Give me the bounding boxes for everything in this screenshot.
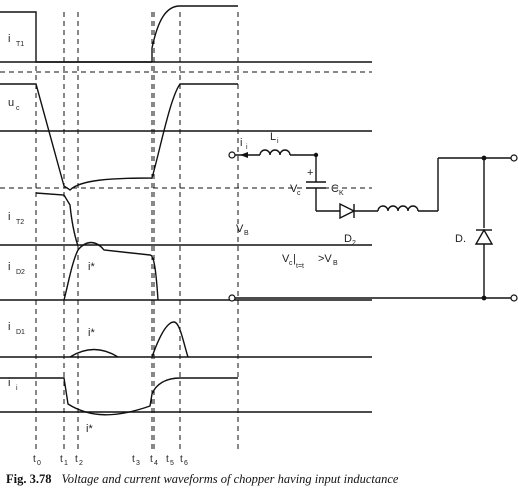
waveform-id2 (63, 241, 159, 301)
diode-d-triangle (474, 228, 494, 245)
label-id1: i D1 (8, 321, 25, 336)
time-label-t3-sub: 3 (136, 460, 140, 467)
label-uc-main: u (8, 97, 14, 109)
terminal-input-top (228, 151, 236, 159)
label-vb-sub: B (244, 230, 249, 237)
label-id2-sub: D2 (16, 269, 25, 276)
time-label-t5: t (166, 454, 169, 465)
label-ii-sub: i (16, 385, 18, 392)
label-li-sub: i (277, 138, 279, 145)
time-label-t2: t (75, 454, 78, 465)
annotation-istar-ii: i* (86, 423, 93, 435)
label-id2-main: i (8, 261, 10, 273)
diode-d2-triangle (339, 202, 356, 220)
label-d: D. (455, 233, 466, 245)
time-label-t4-sub: 4 (154, 460, 158, 467)
terminal-output-top (510, 154, 518, 162)
time-label-t1: t (60, 454, 63, 465)
waveform-it1-return (151, 5, 238, 62)
label-it2-main: i (8, 211, 10, 223)
junction-d-top (481, 155, 487, 161)
time-label-t3: t (132, 454, 135, 465)
label-id2: i D2 (8, 261, 25, 276)
label-it1-main: i (8, 33, 10, 45)
label-id1-main: i (8, 321, 10, 333)
inductor-li (259, 149, 291, 156)
label-plus: + (307, 167, 313, 179)
waveform-it2 (35, 192, 79, 247)
label-cond-lhs-sub: c (289, 260, 293, 267)
label-it2-sub: T2 (16, 219, 24, 226)
label-ii-main: i (8, 377, 10, 389)
terminal-output-bottom (510, 294, 518, 302)
current-arrow (240, 152, 248, 158)
label-ck-sub: K (339, 190, 344, 197)
label-uc: u c (8, 97, 20, 112)
inductor-output (377, 205, 419, 212)
time-label-t0-sub: 0 (37, 460, 41, 467)
junction-d-bottom (481, 295, 487, 301)
time-labels: t 0 t 1 t 2 t 3 t 4 t 5 t 6 (33, 454, 188, 467)
label-cond-bar-sub: t=t (296, 263, 304, 270)
time-label-t5-sub: 5 (170, 460, 174, 467)
label-li: L (270, 131, 276, 143)
waveform-id1-first (69, 348, 119, 358)
junction-cap-top (313, 152, 319, 158)
time-label-t0: t (33, 454, 36, 465)
label-it2: i T2 (8, 211, 24, 226)
label-vc-sub: c (297, 190, 301, 197)
label-circuit-ii-sub: i (246, 144, 248, 151)
label-ii: i i (8, 377, 18, 392)
caption-number: Fig. 3.78 (6, 472, 52, 486)
label-cond-bar: | (293, 253, 296, 265)
waveform-it1 (0, 11, 152, 63)
time-label-t1-sub: 1 (64, 460, 68, 467)
label-vb: V (236, 223, 244, 235)
time-label-t6-sub: 6 (184, 460, 188, 467)
label-d2: D (344, 233, 352, 245)
time-label-t6: t (180, 454, 183, 465)
label-vc: V (290, 183, 298, 195)
waveform-uc (0, 83, 238, 191)
time-label-t2-sub: 2 (79, 460, 83, 467)
label-id1-sub: D1 (16, 329, 25, 336)
waveform-ii (0, 377, 238, 416)
annotation-istar-id2: i* (88, 261, 95, 273)
label-cond-rhs: >V (318, 253, 332, 265)
label-ck: C (331, 183, 339, 195)
terminal-input-bottom (228, 294, 236, 302)
label-uc-sub: c (16, 105, 20, 112)
label-it1-sub: T1 (16, 41, 24, 48)
label-cond-rhs-sub: B (333, 260, 338, 267)
annotation-istar-id1: i* (88, 327, 95, 339)
time-label-t4: t (150, 454, 153, 465)
waveform-id1-second (151, 321, 189, 358)
caption-text: Voltage and current waveforms of chopper… (61, 472, 399, 486)
label-circuit-ii: i (240, 137, 242, 149)
figure-caption: Fig. 3.78 Voltage and current waveforms o… (6, 472, 512, 487)
label-d2-sub: 2 (352, 240, 356, 247)
label-cond-lhs: V (282, 253, 290, 265)
figure: i T1 u c i T2 i D2 i D1 i i i* i* i* t 0… (0, 5, 518, 467)
label-condition: V c | t=t >V B (282, 253, 338, 270)
label-it1: i T1 (8, 33, 24, 48)
